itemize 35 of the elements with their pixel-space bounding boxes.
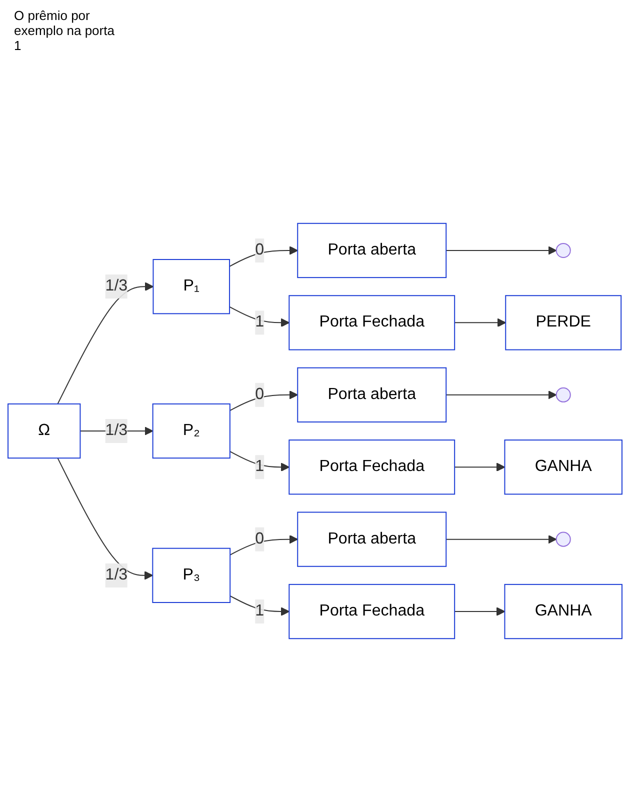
arrow	[454, 607, 506, 616]
edge-label: 1	[255, 314, 264, 331]
node-box: Ω	[8, 403, 81, 459]
node-box: Porta aberta	[297, 222, 447, 278]
edge-label: 0	[255, 530, 264, 548]
note-text: O prêmio por exemplo na porta 1	[14, 8, 116, 53]
arrow	[57, 458, 154, 580]
node-circle	[556, 242, 571, 258]
node-box: Porta aberta	[297, 512, 447, 567]
node-box: Porta Fechada	[288, 440, 456, 495]
arrow	[446, 246, 557, 255]
node-circle	[556, 387, 571, 402]
edge-label: 1/3	[105, 566, 128, 584]
edge-label: 0	[255, 241, 264, 258]
arrow	[446, 534, 557, 544]
node-box: Porta Fechada	[288, 584, 456, 640]
node-box: P₃	[152, 548, 231, 603]
arrow	[57, 282, 154, 404]
node-box: Porta aberta	[297, 367, 447, 422]
node-box: Porta Fechada	[288, 295, 456, 350]
node-box: GANHA	[504, 584, 622, 640]
edge-label: 1/3	[105, 422, 128, 440]
node-box: PERDE	[505, 295, 622, 350]
node-box: P₂	[152, 403, 230, 459]
node-circle	[556, 532, 571, 547]
edge-label: 1/3	[105, 278, 128, 295]
edge-label: 1	[255, 602, 264, 620]
edge-label: 1	[255, 458, 264, 476]
node-box: P₁	[152, 259, 230, 314]
arrow	[454, 318, 506, 328]
arrow	[454, 462, 506, 472]
node-box: GANHA	[504, 440, 622, 495]
edge-label: 0	[255, 386, 264, 403]
arrow	[446, 390, 557, 400]
arrow	[229, 306, 290, 328]
